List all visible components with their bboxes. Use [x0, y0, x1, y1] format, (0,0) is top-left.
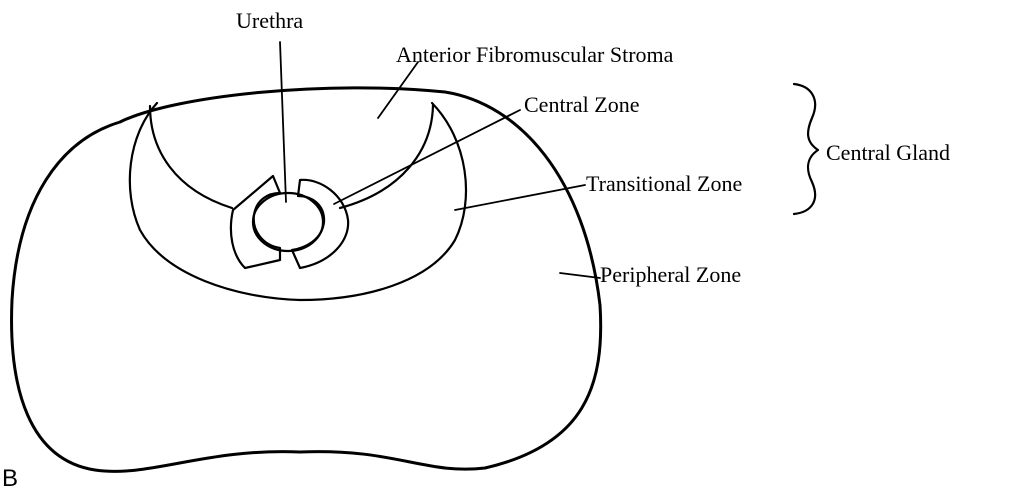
transitional-zone-outline	[130, 103, 466, 300]
urethra-structure	[231, 176, 348, 268]
anterior-stroma-outline	[150, 106, 232, 208]
central-gland-brace	[794, 84, 818, 214]
central-zone-label: Central Zone	[524, 92, 639, 117]
peripheral-zone-label: Peripheral Zone	[600, 262, 741, 287]
urethra-lumen	[253, 193, 323, 251]
central-gland-label: Central Gland	[826, 140, 950, 165]
panel-label: B	[2, 465, 18, 492]
urethra-left-collar	[231, 176, 280, 268]
transitional-zone-label: Transitional Zone	[586, 171, 742, 196]
urethra-right-collar	[292, 180, 348, 268]
urethra-label: Urethra	[236, 8, 303, 33]
urethra-leader	[280, 42, 286, 202]
central-zone-arc	[340, 105, 433, 208]
anterior-stroma-label: Anterior Fibromuscular Stroma	[396, 42, 674, 67]
transitional-zone-leader	[455, 185, 585, 210]
peripheral-zone-outline	[12, 88, 601, 472]
central-zone-leader	[334, 110, 520, 204]
